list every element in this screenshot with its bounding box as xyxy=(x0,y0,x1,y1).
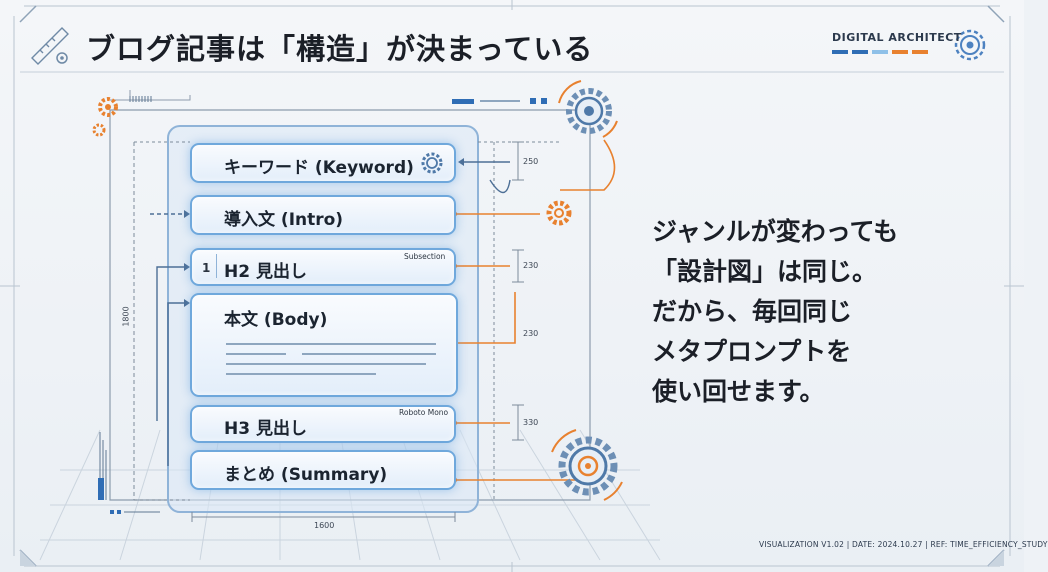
dim-height: 1800 xyxy=(121,306,131,327)
keyword-label: キーワード (Keyword) xyxy=(224,158,414,178)
large-gear-icon xyxy=(551,429,623,501)
text-line xyxy=(226,353,286,355)
orange-gear-icon xyxy=(92,123,106,137)
ruler-icon xyxy=(31,27,69,65)
settings-gear-icon xyxy=(954,29,986,61)
text-line xyxy=(226,343,436,345)
orange-gear-icon xyxy=(546,200,572,226)
brand-bar xyxy=(912,50,928,54)
blue-gear-icon xyxy=(558,80,618,138)
summary-block: まとめ (Summary) xyxy=(190,450,456,490)
message-line: 「設計図」は同じ。 xyxy=(652,257,878,286)
body-label: 本文 (Body) xyxy=(224,310,328,330)
intro-label: 導入文 (Intro) xyxy=(224,210,344,230)
small-gear-icon xyxy=(56,52,68,64)
page-title: ブログ記事は「構造」が決まっている xyxy=(86,32,594,66)
dim-keyword: 250 xyxy=(523,157,539,166)
text-line xyxy=(226,373,376,375)
h2-note: Subsection xyxy=(404,252,446,261)
footer-meta: VISUALIZATION V1.02 | DATE: 2024.10.27 |… xyxy=(759,540,1048,549)
text-line xyxy=(226,363,426,365)
brand-bar xyxy=(852,50,868,54)
key-message: ジャンルが変わっても 「設計図」は同じ。 だから、毎回同じ メタプロンプトを 使… xyxy=(652,212,898,412)
dim-body: 230 xyxy=(523,329,539,338)
h3-note: Roboto Mono xyxy=(399,408,449,417)
dim-width: 1600 xyxy=(314,521,335,530)
brand-name: DIGITAL ARCHITECT xyxy=(832,31,962,44)
intro-block: 導入文 (Intro) xyxy=(190,195,456,235)
dim-h3: 330 xyxy=(523,418,539,427)
brand-bar xyxy=(892,50,908,54)
h2-number: 1 xyxy=(202,261,211,275)
text-line xyxy=(302,353,436,355)
divider xyxy=(216,254,217,278)
message-line: だから、毎回同じ xyxy=(652,297,853,326)
summary-label: まとめ (Summary) xyxy=(224,465,388,485)
gear-icon xyxy=(421,152,443,174)
keyword-block: キーワード (Keyword) xyxy=(190,143,456,183)
orange-gear-icon xyxy=(98,97,118,117)
message-line: メタプロンプトを xyxy=(652,337,852,366)
brand-bar xyxy=(872,50,888,54)
message-line: 使い回せます。 xyxy=(652,377,825,406)
brand-bar xyxy=(832,50,848,54)
h3-block: H3 見出し Roboto Mono xyxy=(190,405,456,443)
message-line: ジャンルが変わっても xyxy=(652,217,899,246)
dim-h2: 230 xyxy=(523,261,539,270)
h3-label: H3 見出し xyxy=(224,419,307,439)
body-block: 本文 (Body) xyxy=(190,293,458,397)
h2-block: 1 H2 見出し Subsection xyxy=(190,248,456,286)
h2-label: H2 見出し xyxy=(224,262,307,282)
